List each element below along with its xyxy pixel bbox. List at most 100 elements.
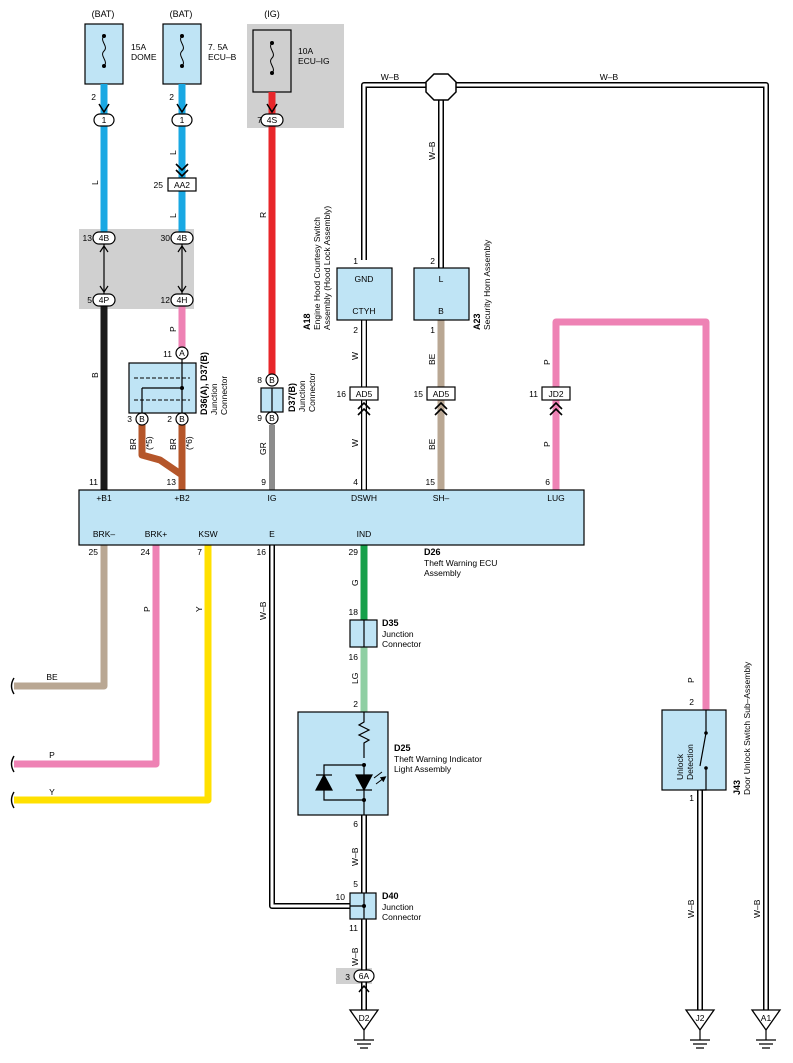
component-j43-inner1: Unlock	[675, 753, 685, 780]
wire-label-l1: L	[90, 180, 100, 185]
component-d25-code: D25	[394, 743, 411, 753]
junction-d37: 8 B B 9 D37(B) Junction Connector	[257, 373, 317, 425]
ground-j2-triangle	[684, 1009, 716, 1032]
junction-d36-pin-a: A	[179, 348, 185, 358]
junction-d40-pin-left: 10	[336, 892, 346, 902]
component-d26-desc1: Theft Warning ECU	[424, 558, 497, 568]
connector-jd2-shape	[541, 386, 571, 401]
wire-label-br2: BR	[168, 438, 178, 450]
connector-1-left: 2 1	[91, 92, 115, 127]
component-a18-desc2: Assembly (Hood Lock Assembly)	[322, 206, 332, 330]
wire-label-p-lug1: P	[542, 359, 552, 365]
ecu-top-pin-label-5: SH–	[433, 493, 450, 503]
connector-1-right-arrow	[176, 103, 188, 114]
junction-d40-pin-bot: 11	[349, 923, 358, 933]
wire-label-br1: BR	[128, 438, 138, 450]
connector-4b-right-pin: 30	[161, 233, 171, 243]
fuse-ecu-b-terminal-top	[180, 34, 184, 38]
fuse-ecu-ig-source: (IG)	[264, 9, 280, 19]
d25-node-top	[362, 763, 366, 767]
fuse-dome: (BAT) 15A DOME	[84, 9, 157, 85]
break-mark-y	[10, 791, 15, 809]
junction-d37-pin-top-num: 8	[257, 375, 262, 385]
component-d26-desc2: Assembly	[424, 568, 462, 578]
wire-label-b: B	[90, 372, 100, 378]
fuse-ecu-ig-icon	[270, 42, 274, 74]
component-j43: 2 Unlock Detection 1 J43 Door Unlock Swi…	[661, 661, 752, 803]
connector-aa2-shape	[167, 177, 197, 192]
component-d26-code: D26	[424, 547, 441, 557]
junction-d37-pin-top-circle	[265, 373, 279, 387]
connector-ad5-right-icon	[434, 401, 448, 416]
ground-d2: D2	[348, 1009, 380, 1049]
wire-label-gr: GR	[258, 442, 268, 455]
fuse-ecu-ig-pin: 7	[257, 115, 262, 125]
connector-aa2: 25 AA2	[154, 163, 197, 192]
junction-d37-pin-top: B	[269, 375, 275, 385]
component-j43-inner2: Detection	[685, 744, 695, 780]
break-mark-be	[10, 677, 15, 695]
break-mark-p	[10, 755, 15, 773]
connector-6a-pin: 3	[345, 972, 350, 982]
connector-6a-arrow	[358, 984, 370, 993]
connector-4p-shape	[92, 293, 116, 307]
fuse-ecu-ig-terminal-bottom	[270, 71, 274, 75]
connector-4p: 5 4P	[87, 293, 116, 307]
component-a23-code: A23	[472, 313, 482, 330]
junction-d36-pin-b2-circle	[175, 412, 189, 426]
wire-label-g: G	[350, 579, 360, 586]
junction-d40-pin-top: 5	[353, 879, 358, 889]
component-a18-ctyh: CTYH	[352, 306, 375, 316]
wire-be-brk-minus	[14, 545, 108, 690]
component-d25-desc1: Theft Warning Indicator	[394, 754, 482, 764]
connector-4h-label: 4H	[177, 295, 188, 305]
fuse-dome-name: DOME	[131, 52, 157, 62]
component-a18-box	[336, 267, 393, 321]
component-j43-desc: Door Unlock Switch Sub–Assembly	[742, 661, 752, 795]
fuse-ecu-ig-box	[252, 29, 292, 93]
wire-label-w1: W	[350, 352, 360, 360]
fuse-ecu-b-icon	[180, 35, 184, 67]
fuse-dome-source: (BAT)	[92, 9, 115, 19]
wire-label-p-brk: P	[49, 750, 55, 760]
wire-label-w2: W	[350, 439, 360, 447]
wire-p-lug	[552, 318, 710, 710]
wire-label-p-brk-v: P	[142, 606, 152, 612]
wire-label-lg: LG	[350, 673, 360, 684]
wire-label-y-ksw: Y	[49, 787, 55, 797]
connector-4b-right: 30 4B	[161, 231, 194, 245]
connector-ad5-right-pin: 15	[414, 389, 424, 399]
ground-a1: A1	[750, 1009, 782, 1049]
connector-aa2-label: AA2	[174, 180, 190, 190]
junction-d37-desc1: Junction	[297, 380, 307, 412]
ecu-top-pin-label-1: +B1	[96, 493, 112, 503]
wire-label-l3: L	[168, 213, 178, 218]
junction-d37-pin-bot-circle	[265, 411, 279, 425]
wire-label-wb-horn: W–B	[427, 141, 437, 160]
wire-label-wb-a1: W–B	[752, 899, 762, 918]
ecu-bot-pin-num-4: 16	[257, 547, 267, 557]
junction-d36: 11 A B 3 B 2 D36(A), D37(B) Junction Con…	[127, 346, 229, 426]
wire-label-p: P	[168, 326, 178, 332]
fuse-dome-rating: 15A	[131, 42, 146, 52]
component-j43-pin-top: 2	[689, 697, 694, 707]
wire-wb-top-right-outer	[455, 82, 769, 1010]
connector-ad5-left-label: AD5	[356, 389, 373, 399]
ecu-top-pin-num-1: 11	[89, 477, 98, 487]
junction-d37-pin-bot: B	[269, 413, 275, 423]
wire-note-5: (*5)	[144, 436, 154, 450]
component-j43-box	[661, 709, 727, 791]
ecu-bot-pin-label-3: KSW	[198, 529, 217, 539]
connector-6a: 3 6A	[345, 969, 375, 993]
component-a18-code: A18	[302, 313, 312, 330]
connector-4s: 7 4S	[257, 103, 284, 127]
component-d25: 2 6 D25 Theft Warning Indicator Light As…	[297, 699, 482, 829]
wire-p-brk-plus	[14, 545, 160, 768]
fuse-dome-box	[84, 23, 124, 85]
junction-d37-code: D37(B)	[287, 383, 297, 412]
component-a23: 2 L B 1 A23 Security Horn Assembly	[413, 239, 492, 335]
component-a23-pin-bot: 1	[430, 325, 435, 335]
wire-label-wb-d25: W–B	[350, 847, 360, 866]
wire-label-wb-j43: W–B	[686, 899, 696, 918]
connector-4h-pin: 12	[161, 295, 171, 305]
